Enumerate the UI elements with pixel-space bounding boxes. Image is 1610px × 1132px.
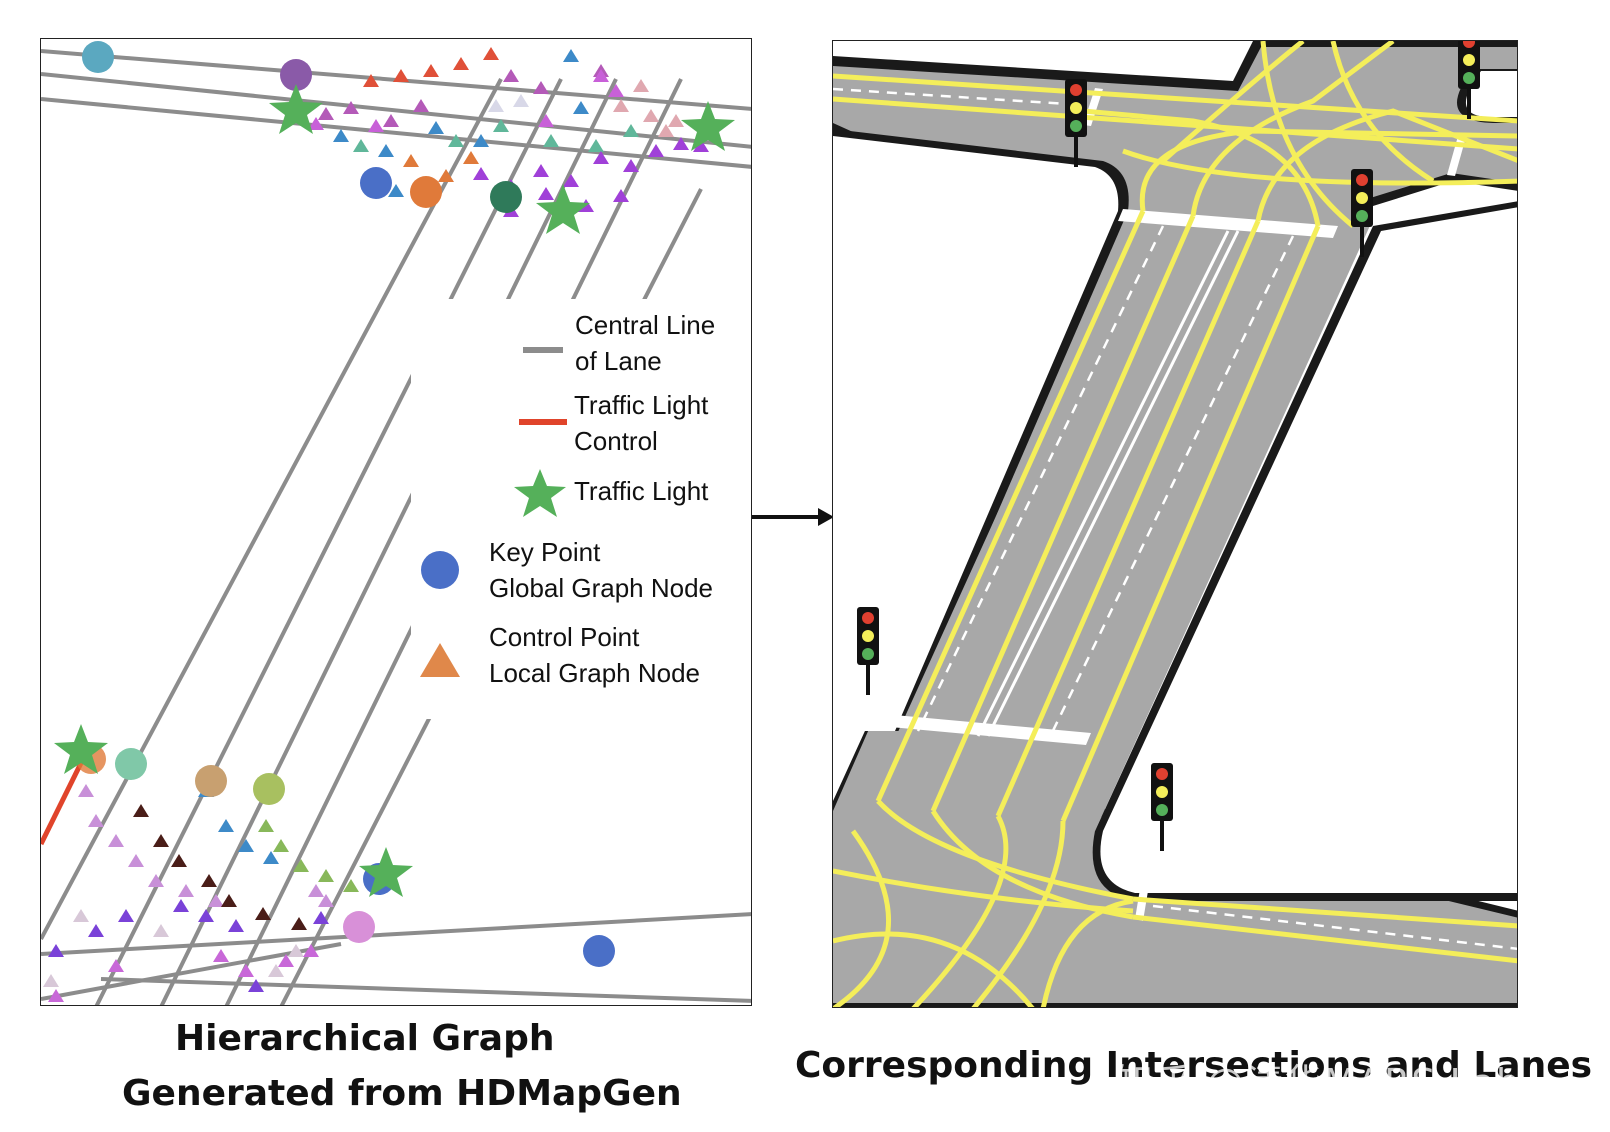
triangle-marker-icon — [420, 643, 460, 677]
traffic-light-icon — [1065, 79, 1087, 167]
star-icon — [359, 847, 413, 897]
circle-marker-icon — [421, 551, 459, 589]
traffic-light-icon — [1458, 41, 1480, 119]
traffic-light-stars — [54, 84, 735, 897]
traffic-lights — [857, 41, 1480, 851]
traffic-light-icon — [1151, 763, 1173, 851]
lane-lines — [41, 49, 751, 1005]
left-caption-line-1: Hierarchical Graph — [175, 1018, 555, 1059]
control-points-bottom — [43, 784, 359, 1002]
star-icon — [681, 101, 735, 151]
key-points-bottom — [76, 744, 615, 967]
yellow-lanes — [833, 41, 1517, 1007]
star-icon — [269, 84, 323, 134]
key-points-top — [82, 41, 522, 213]
legend-background — [411, 299, 751, 719]
star-icon — [536, 184, 590, 234]
traffic-light-icon — [857, 607, 879, 695]
star-icon — [514, 469, 566, 517]
lane-dividers — [833, 87, 1517, 951]
arrow-right-icon — [752, 508, 834, 526]
left-caption-line-2: Generated from HDMapGen — [122, 1073, 682, 1114]
control-points-top — [308, 47, 709, 217]
intersection-panel — [832, 40, 1518, 1008]
right-caption: Corresponding Intersections and Lanes — [795, 1045, 1593, 1086]
legend-traffic-light: Traffic Light — [574, 476, 709, 506]
traffic-light-control-line — [41, 757, 86, 846]
watermark: 知乎 @清华MARS Lab — [1115, 1061, 1522, 1105]
star-icon — [54, 724, 108, 774]
graph-canvas — [41, 41, 751, 1005]
intersection-canvas — [833, 41, 1517, 1007]
traffic-light-icon — [1351, 169, 1373, 257]
